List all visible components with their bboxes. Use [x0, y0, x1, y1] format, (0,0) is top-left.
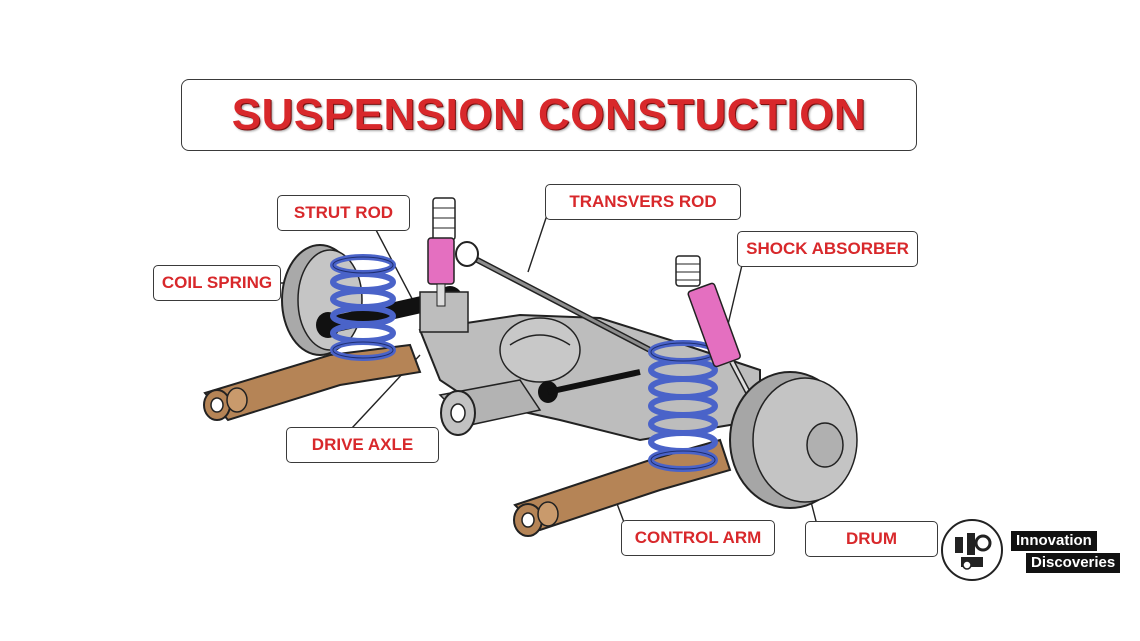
label-transvers-rod: TRANSVERS ROD — [545, 184, 741, 220]
label-strut-rod-text: STRUT ROD — [293, 203, 394, 222]
title-box: SUSPENSION CONSTUCTION — [181, 79, 917, 151]
label-drive-axle: DRIVE AXLE — [286, 427, 439, 463]
leader-strut-rod — [374, 227, 419, 311]
transverse-rod — [455, 241, 652, 403]
leader-transvers-rod — [527, 214, 548, 273]
left-control-arm — [203, 343, 422, 422]
left-coil-spring — [330, 254, 396, 361]
label-drum: DRUM — [805, 521, 938, 557]
label-shock-absorber: SHOCK ABSORBER — [737, 231, 918, 267]
label-strut-rod: STRUT ROD — [277, 195, 410, 231]
gear-wrench-icon — [955, 533, 992, 570]
brand-name-line1: Innovation — [1011, 531, 1097, 551]
diagram-title: SUSPENSION CONSTUCTION — [231, 90, 867, 139]
label-control-arm: CONTROL ARM — [621, 520, 775, 556]
label-drum-text: DRUM — [846, 529, 897, 548]
right-drum — [729, 371, 858, 509]
label-coil-spring-text: COIL SPRING — [161, 273, 273, 292]
label-shock-absorber-text: SHOCK ABSORBER — [746, 239, 909, 258]
brand-logo-icon — [941, 519, 1003, 581]
brand-name-line2: Discoveries — [1026, 553, 1121, 573]
label-transvers-rod-text: TRANSVERS ROD — [569, 192, 717, 211]
right-control-arm — [513, 438, 732, 537]
left-shock-absorber — [427, 197, 456, 307]
label-control-arm-text: CONTROL ARM — [634, 528, 762, 547]
label-coil-spring: COIL SPRING — [153, 265, 281, 301]
label-drive-axle-text: DRIVE AXLE — [311, 435, 414, 454]
left-coil-spring-outline — [332, 256, 394, 359]
